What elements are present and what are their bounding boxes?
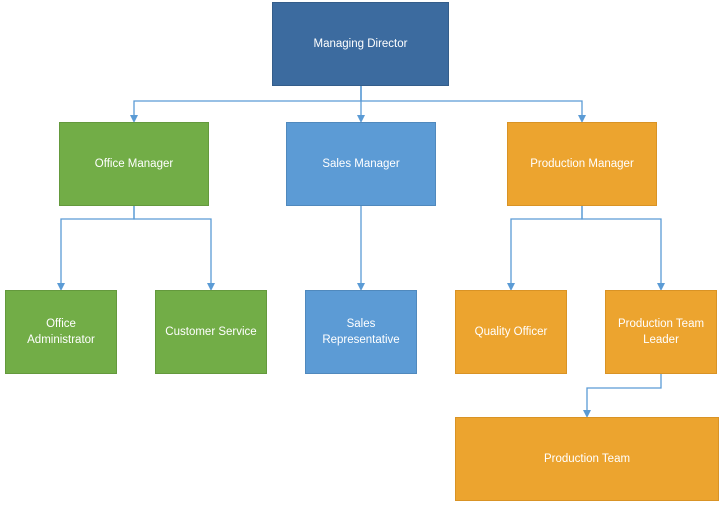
production-manager-label: Production Manager bbox=[530, 158, 634, 170]
sales-manager-label: Sales Manager bbox=[322, 158, 400, 170]
quality-officer-node: Quality Officer bbox=[455, 290, 567, 374]
sales-representative-node: Sales Representative bbox=[305, 290, 417, 374]
managing-director-label: Managing Director bbox=[313, 38, 408, 50]
production-team-label: Production Team bbox=[543, 453, 631, 465]
sales-representative-label: Sales Representative bbox=[322, 318, 400, 346]
connector-ptl-pt bbox=[583, 374, 662, 418]
connector-md-pm bbox=[360, 86, 586, 123]
office-administrator-node: Office Administrator bbox=[5, 290, 117, 374]
connector-om-oa bbox=[57, 206, 135, 291]
connector-md-om bbox=[130, 86, 362, 123]
sales-manager-node: Sales Manager bbox=[286, 122, 436, 206]
production-team-node: Production Team bbox=[455, 417, 719, 501]
production-team-leader-node: Production Team Leader bbox=[605, 290, 717, 374]
customer-service-node: Customer Service bbox=[155, 290, 267, 374]
connector-om-cs bbox=[133, 206, 215, 291]
quality-officer-label: Quality Officer bbox=[474, 326, 548, 338]
managing-director-node: Managing Director bbox=[272, 2, 449, 86]
connector-pm-qo bbox=[507, 206, 583, 291]
customer-service-label: Customer Service bbox=[165, 326, 257, 338]
office-manager-node: Office Manager bbox=[59, 122, 209, 206]
office-manager-label: Office Manager bbox=[94, 158, 174, 170]
office-administrator-label: Office Administrator bbox=[27, 318, 95, 346]
connector-pm-ptl bbox=[581, 206, 665, 291]
production-team-leader-label: Production Team Leader bbox=[617, 318, 705, 346]
production-manager-node: Production Manager bbox=[507, 122, 657, 206]
